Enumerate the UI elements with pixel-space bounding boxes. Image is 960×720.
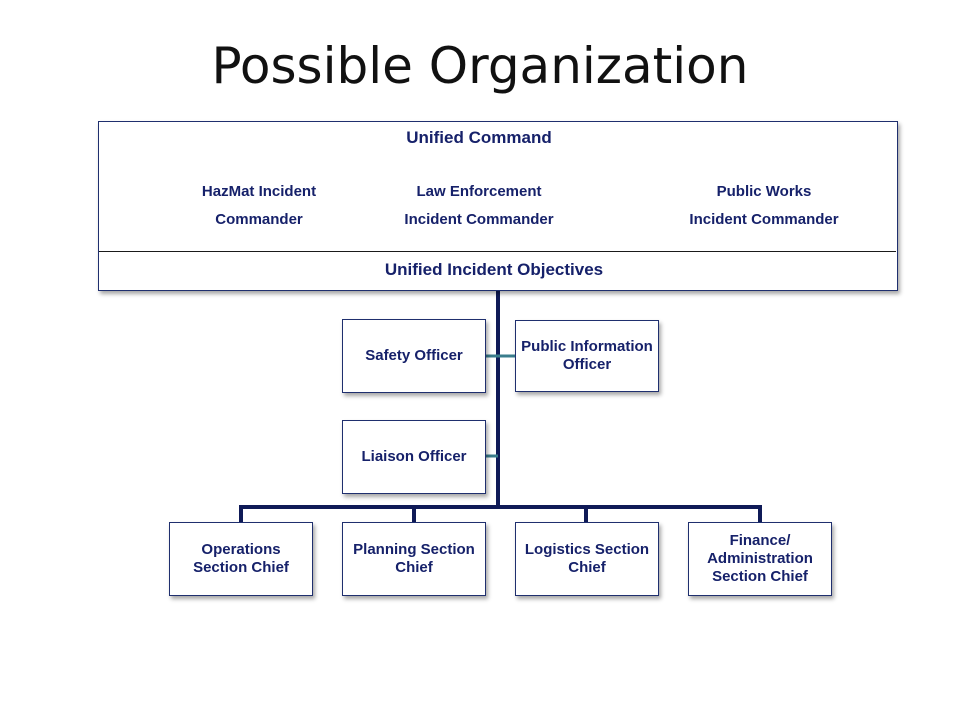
member-line: Public Works	[716, 183, 812, 200]
public-information-officer-label: Public Information Officer	[521, 338, 653, 373]
public-information-officer-box: Public Information Officer	[515, 320, 659, 392]
law-enforcement-commander: Law Enforcement Incident Commander	[369, 178, 589, 234]
logistics-section-chief-label: Logistics Section Chief	[524, 541, 650, 576]
liaison-officer-label: Liaison Officer	[361, 448, 467, 465]
member-line: Incident Commander	[404, 211, 554, 228]
safety-officer-label: Safety Officer	[365, 347, 463, 364]
operations-section-chief-label: Operations Section Chief	[193, 541, 289, 576]
member-line: Incident Commander	[689, 211, 839, 228]
liaison-officer-box: Liaison Officer	[342, 420, 486, 494]
unified-incident-objectives: Unified Incident Objectives	[384, 260, 604, 279]
planning-section-chief-label: Planning Section Chief	[353, 541, 475, 576]
logistics-section-chief-box: Logistics Section Chief	[515, 522, 659, 596]
finance-administration-section-chief-label: Finance/ Administration Section Chief	[707, 532, 813, 585]
planning-section-chief-box: Planning Section Chief	[342, 522, 486, 596]
member-line: HazMat Incident	[201, 183, 317, 200]
finance-administration-section-chief-box: Finance/ Administration Section Chief	[688, 522, 832, 596]
member-line: Commander	[215, 211, 303, 228]
safety-officer-box: Safety Officer	[342, 319, 486, 393]
unified-command-box: Unified Command HazMat Incident Commande…	[98, 121, 898, 291]
hazmat-commander: HazMat Incident Commander	[159, 178, 359, 234]
unified-command-title: Unified Command	[406, 128, 552, 147]
public-works-commander: Public Works Incident Commander	[659, 178, 869, 234]
unified-command-divider	[99, 251, 896, 252]
member-line: Law Enforcement	[416, 183, 542, 200]
operations-section-chief-box: Operations Section Chief	[169, 522, 313, 596]
page-title: Possible Organization	[211, 37, 749, 95]
